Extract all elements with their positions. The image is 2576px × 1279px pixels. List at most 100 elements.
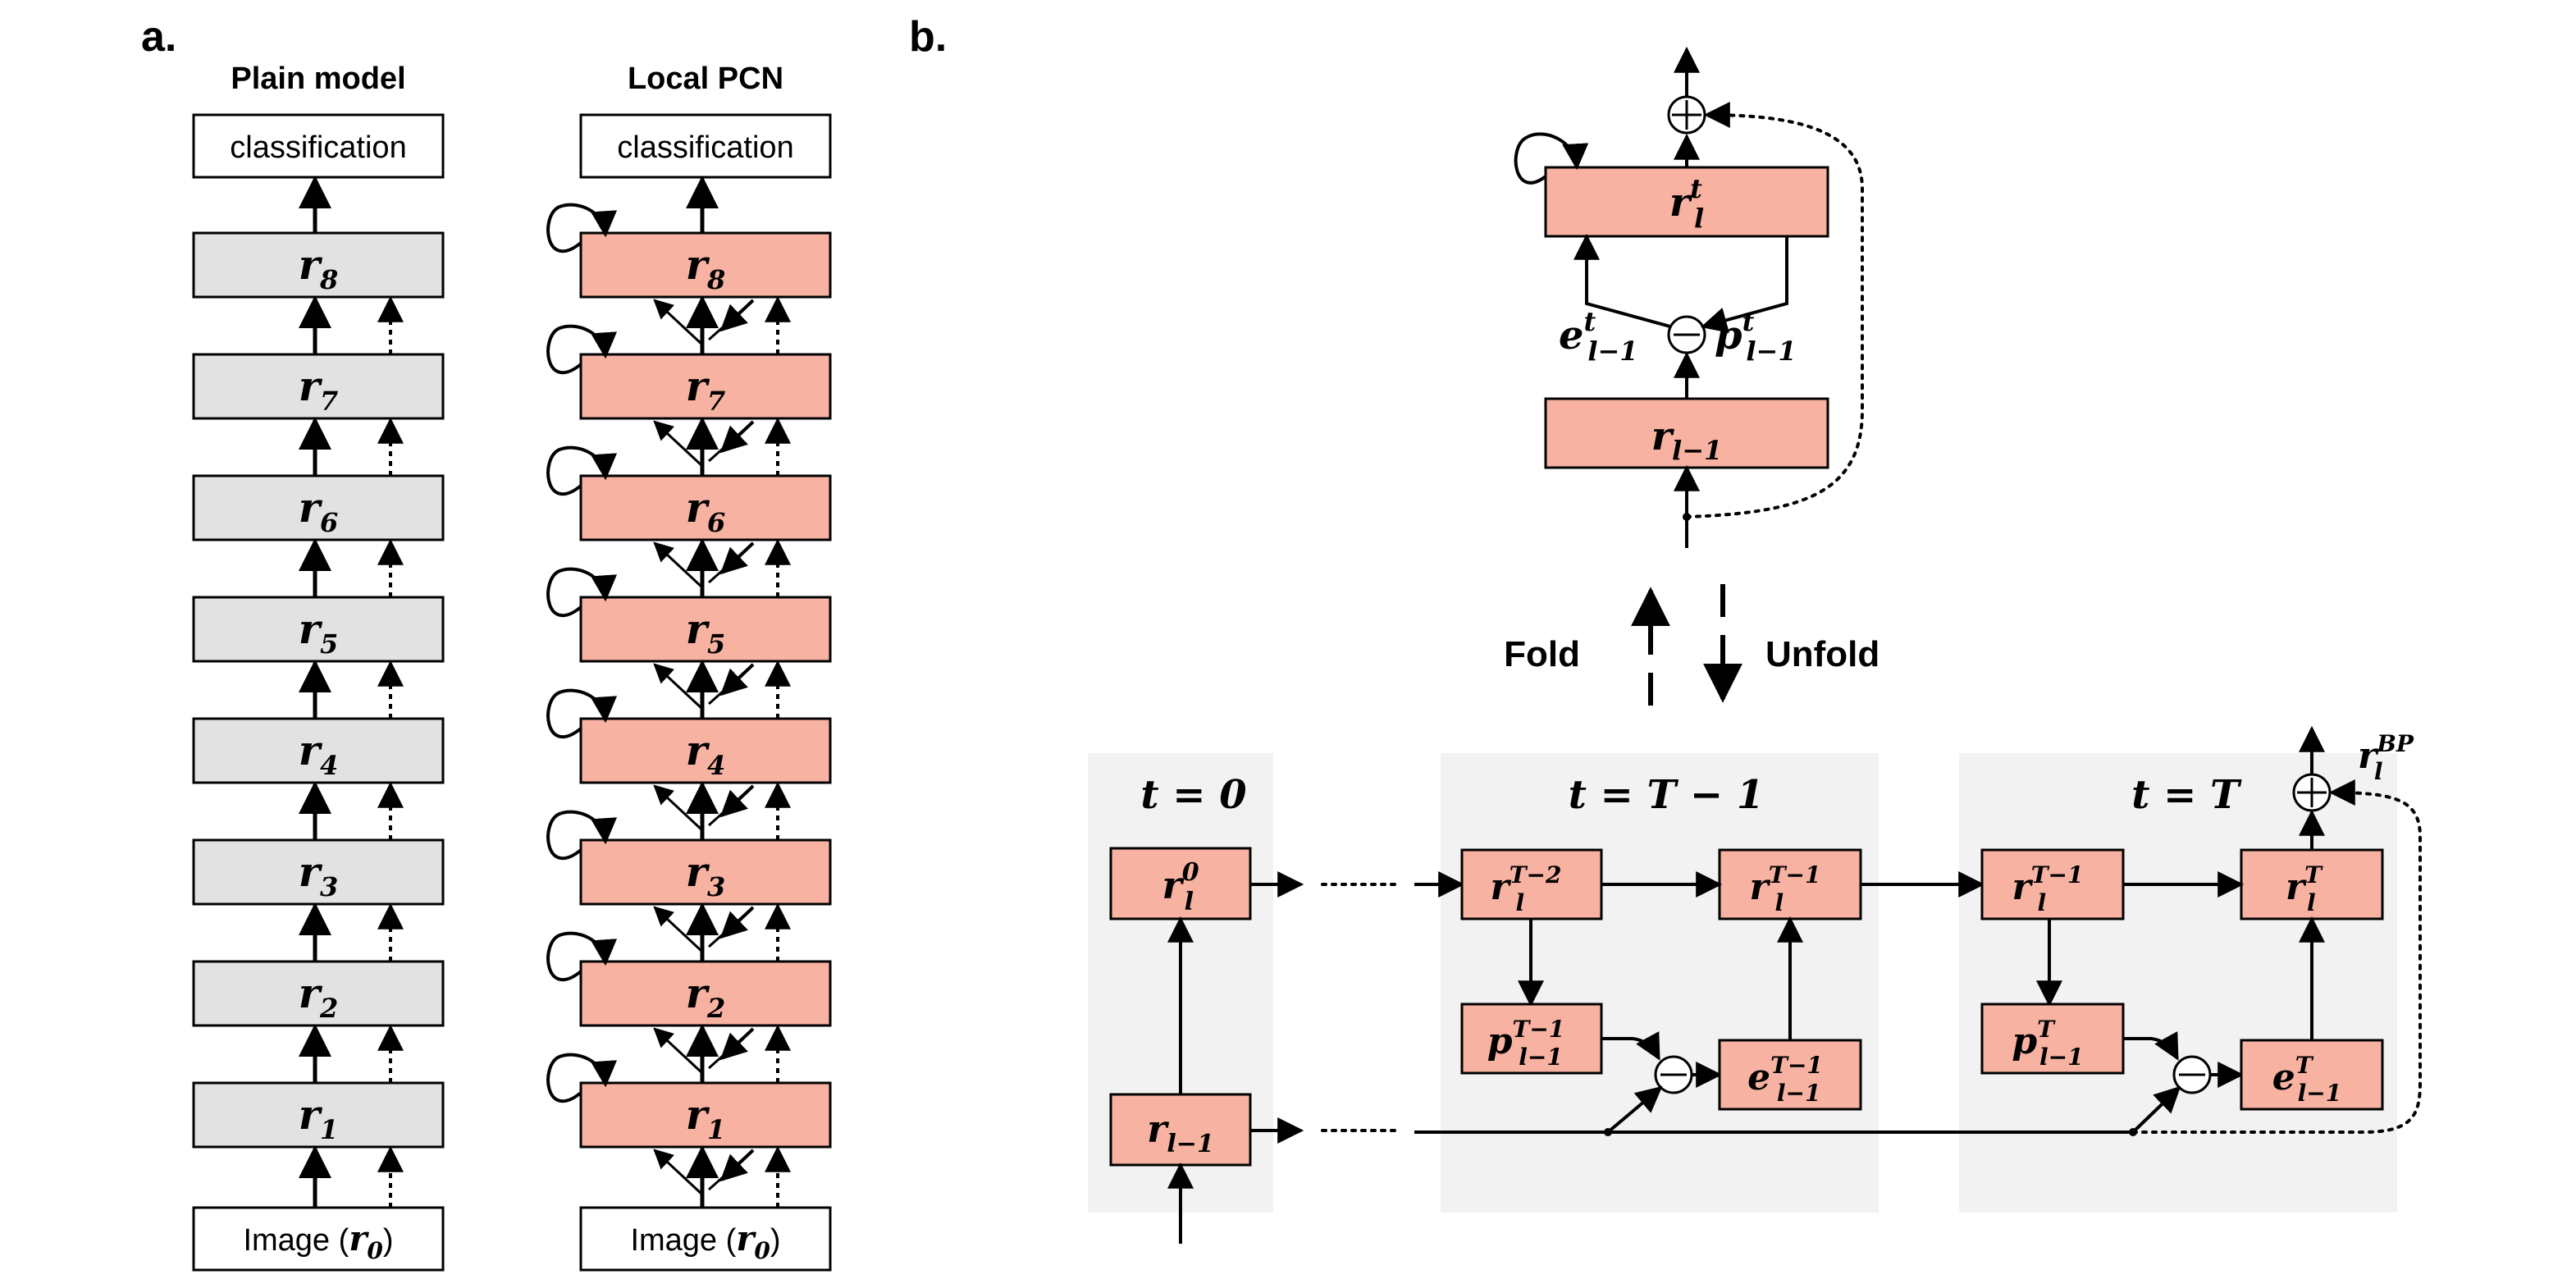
svg-text:rT−1l: rT−1l: [1750, 861, 1821, 916]
pcn-self-loop-arrow: [546, 1053, 618, 1103]
pcn-prediction-arrow: [719, 663, 755, 697]
t-add-node: [2292, 773, 2332, 812]
pcn-layer-label: r4: [686, 726, 726, 781]
pcn-layer-r8: r8: [579, 231, 832, 299]
pcn-error-arrow: [653, 906, 704, 953]
pcn-classification-box: classification: [579, 113, 832, 179]
svg-text:rl−1: rl−1: [1147, 1107, 1214, 1158]
frame-t: [1959, 753, 2397, 1213]
pcn-layer-label: r6: [686, 483, 726, 538]
pcn-layer-r2: r2: [579, 960, 832, 1027]
frame-title-t-minus-1: t = T − 1: [1569, 772, 1765, 818]
t-rl1-to-subtract-arrow: [2131, 1085, 2181, 1134]
skip-connection-arrow: [1685, 102, 1864, 518]
pcn-image-box: Image (r0): [579, 1206, 832, 1272]
pcn-layer-label: r8: [686, 240, 726, 295]
plain-layer-r8: r8: [192, 231, 445, 299]
pcn-error-arrow: [653, 784, 704, 832]
frame-title-t: t = T: [2131, 772, 2242, 818]
add-node: [1667, 95, 1706, 135]
pcn-prediction-arrow: [719, 906, 755, 939]
plain-layer-r5: r5: [192, 596, 445, 663]
tm1-p-to-subtract-arrow: [1601, 1031, 1660, 1061]
svg-text:rT−1l: rT−1l: [2012, 861, 2084, 916]
svg-text:rTl: rTl: [2286, 861, 2323, 916]
pcn-self-loop-arrow: [546, 445, 618, 496]
prediction-path-arrow: [1700, 236, 1788, 333]
plain-model-title: Plain model: [231, 62, 405, 96]
svg-text:eTl−1: eTl−1: [2272, 1052, 2341, 1107]
plain-image-label: Image (r0): [243, 1218, 393, 1264]
plain-layer-label: r1: [299, 1090, 339, 1145]
plain-layer-r4: r4: [192, 717, 445, 784]
pcn-layer-label: r5: [686, 605, 726, 660]
pcn-prediction-arrow: [719, 784, 755, 818]
t0-rl1-box: rl−1: [1109, 1093, 1252, 1167]
pcn-layer-label: r2: [686, 969, 726, 1024]
subtract-node: [1667, 315, 1706, 354]
frame-t-minus-1: [1441, 753, 1879, 1213]
plain-classification-text: classification: [230, 130, 406, 165]
pcn-self-loop-arrow: [546, 810, 618, 861]
plain-layer-label: r7: [299, 362, 339, 417]
svg-text:rl−1: rl−1: [1651, 413, 1723, 466]
pcn-error-arrow: [653, 1027, 704, 1075]
pcn-layer-r3: r3: [579, 838, 832, 906]
local-pcn-title: Local PCN: [628, 62, 783, 96]
pcn-self-loop-arrow: [546, 324, 618, 375]
pcn-self-loop-arrow: [546, 567, 618, 618]
pcn-classification-text: classification: [617, 130, 793, 165]
pcn-layer-label: r1: [686, 1090, 726, 1145]
plain-layer-r1: r1: [192, 1081, 445, 1149]
t-subtract-node: [2172, 1055, 2212, 1094]
rl1-box: rl−1: [1544, 397, 1829, 469]
plain-layer-label: r6: [299, 483, 339, 538]
plain-layer-r7: r7: [192, 353, 445, 420]
plain-layer-label: r4: [299, 726, 339, 781]
svg-text:rtl: rtl: [1669, 173, 1704, 234]
tm1-subtract-node: [1654, 1055, 1693, 1094]
pcn-image-label: Image (r0): [630, 1218, 780, 1264]
t-skip-connection-arrow: [2131, 779, 2422, 1134]
plain-layer-r3: r3: [192, 838, 445, 906]
pcn-layer-r4: r4: [579, 717, 832, 784]
pcn-layer-label: r7: [686, 362, 726, 417]
plain-layer-r2: r2: [192, 960, 445, 1027]
panel-b-label: b.: [909, 13, 947, 61]
fold-label: Fold: [1504, 634, 1580, 674]
pcn-layer-r5: r5: [579, 596, 832, 663]
pcn-self-loop-arrow: [546, 203, 618, 254]
pcn-self-loop-arrow: [546, 931, 618, 982]
plain-layer-label: r5: [299, 605, 339, 660]
svg-text:rT−2l: rT−2l: [1491, 861, 1562, 916]
pcn-prediction-arrow: [719, 1149, 755, 1182]
panel-a-label: a.: [141, 13, 176, 61]
frame-title-t0: t = 0: [1140, 772, 1246, 818]
svg-text:pT−1l−1: pT−1l−1: [1487, 1016, 1565, 1071]
pcn-error-arrow: [653, 1149, 704, 1196]
svg-text:pTl−1: pTl−1: [2012, 1016, 2083, 1071]
pcn-layer-r6: r6: [579, 474, 832, 541]
pcn-prediction-arrow: [719, 420, 755, 454]
plain-image-box: Image (r0): [192, 1206, 445, 1272]
svg-text:eT−1l−1: eT−1l−1: [1747, 1052, 1823, 1107]
plain-layer-r6: r6: [192, 474, 445, 541]
t-p-to-subtract-arrow: [2123, 1031, 2179, 1061]
pcn-error-arrow: [653, 420, 704, 468]
plain-classification-box: classification: [192, 113, 445, 179]
fold-unfold-switch: Fold Unfold: [1504, 584, 1879, 706]
pcn-prediction-arrow: [719, 541, 755, 575]
